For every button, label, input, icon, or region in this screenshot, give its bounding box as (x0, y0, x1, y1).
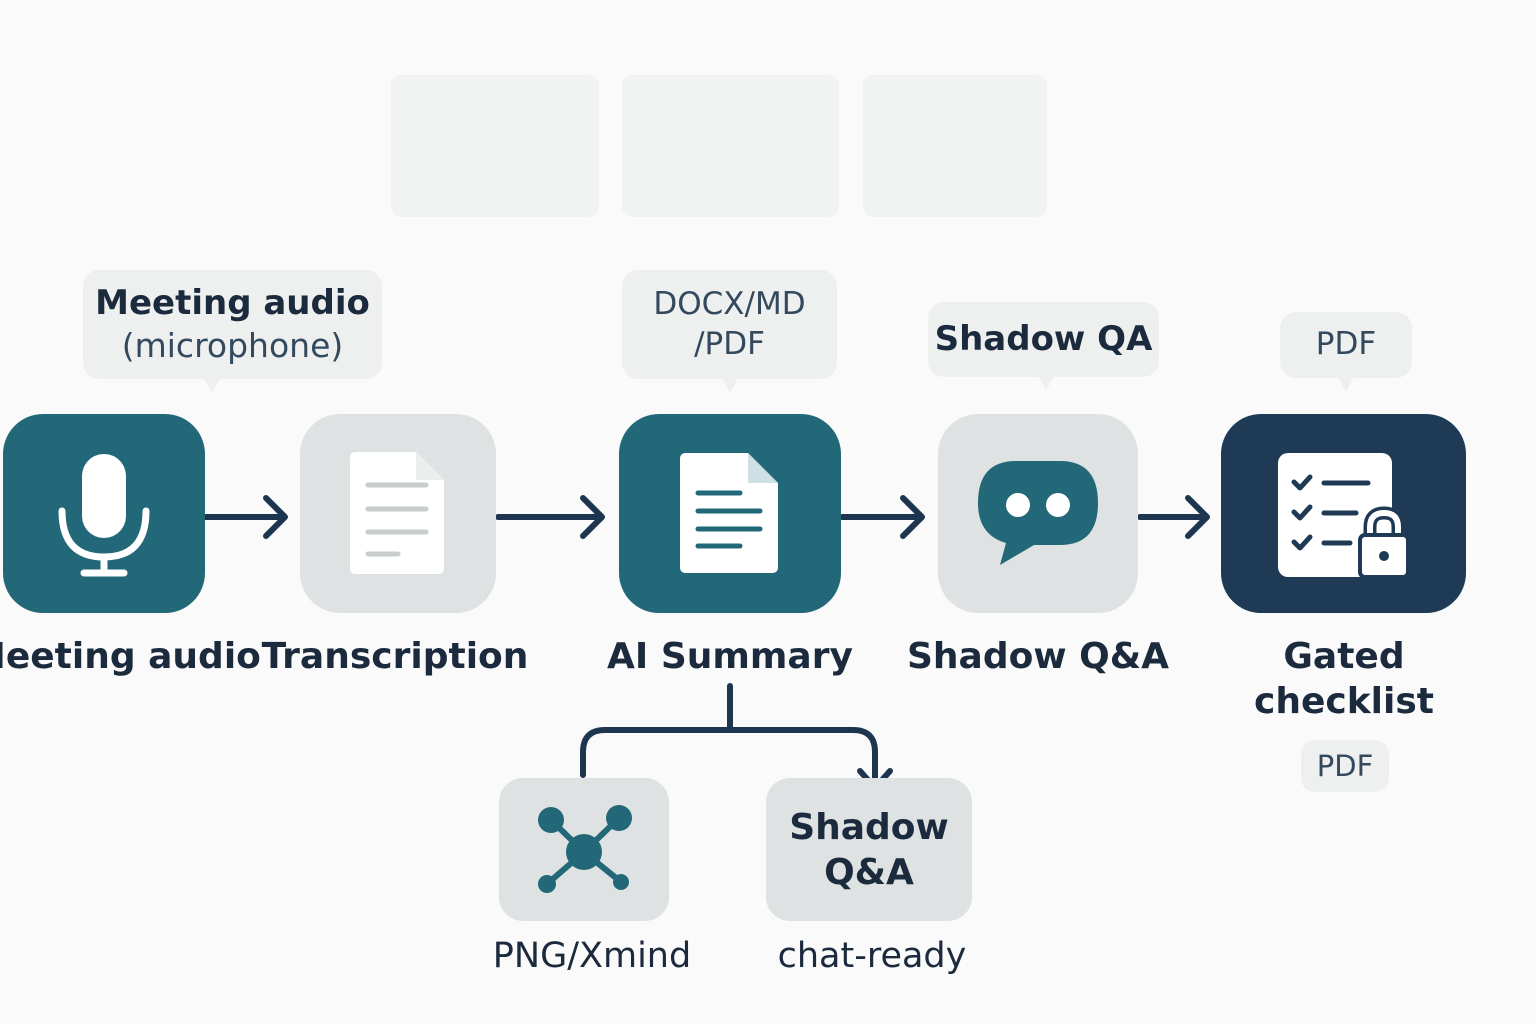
placeholder-panel-3 (863, 75, 1047, 217)
node-gated-checklist (1221, 414, 1466, 613)
callout-shadow-qa-title: Shadow QA (934, 318, 1153, 359)
label-shadow-qa: Shadow Q&A (906, 636, 1169, 677)
callout-meeting-audio-subtitle: (microphone) (121, 326, 344, 366)
label-gated-checklist-line2: checklist (1254, 681, 1434, 722)
callout-checklist-format: PDF (1280, 312, 1412, 392)
network-icon (538, 804, 632, 893)
label-gated-checklist-line1: Gated (1283, 636, 1405, 677)
label-gated-checklist: Gated checklist (1208, 634, 1480, 724)
branch-summary-to-outputs (580, 683, 893, 791)
node-ai-summary (619, 414, 841, 613)
output-shadow-qa-line1: Shadow (789, 806, 949, 848)
node-shadow-qa (938, 414, 1138, 613)
output-mindmap-label: PNG/Xmind (492, 936, 692, 976)
document-icon (680, 452, 778, 573)
microphone-icon (58, 453, 150, 576)
node-transcription (300, 414, 496, 613)
arrow-audio-to-transcription (202, 495, 288, 539)
placeholder-panel-1 (391, 75, 599, 217)
label-meeting-audio: Meeting audio (0, 636, 261, 677)
callout-ai-summary-formats: DOCX/MD /PDF (622, 270, 837, 393)
output-shadow-qa-card: Shadow Q&A (766, 778, 972, 921)
placeholder-panel-2 (622, 75, 839, 217)
locked-checklist-icon (1277, 452, 1410, 579)
output-mindmap-card (499, 778, 669, 921)
label-ai-summary: AI Summary (607, 636, 853, 677)
arrow-qa-to-checklist (1137, 495, 1210, 539)
callout-meeting-audio: Meeting audio (microphone) (83, 270, 382, 393)
callout-formats-line2: /PDF (694, 325, 765, 362)
callout-formats-line1: DOCX/MD (653, 285, 806, 322)
node-meeting-audio (3, 414, 205, 613)
callout-checklist-format-text: PDF (1315, 326, 1377, 363)
checklist-format-badge: PDF (1301, 740, 1389, 792)
arrow-transcription-to-summary (495, 495, 605, 539)
output-shadow-qa-line2: Q&A (824, 851, 914, 893)
chat-bubble-icon (978, 460, 1098, 565)
callout-meeting-audio-title: Meeting audio (95, 282, 370, 323)
output-chat-ready-label: chat-ready (777, 936, 967, 976)
callout-shadow-qa: Shadow QA (928, 302, 1159, 391)
document-icon (350, 451, 444, 574)
arrow-summary-to-qa (839, 495, 925, 539)
label-transcription: Transcription (261, 636, 529, 677)
